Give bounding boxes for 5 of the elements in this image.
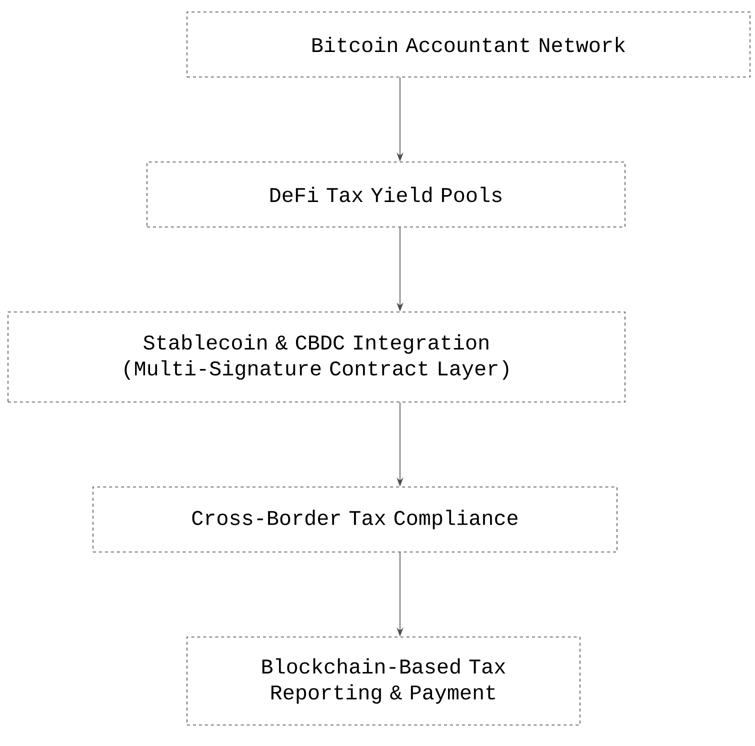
process-box: DeFi Tax Yield Pools — [146, 162, 626, 228]
process-box: Blockchain-Based Tax Reporting & Payment — [186, 636, 580, 726]
process-box: Cross-Border Tax Compliance — [92, 486, 618, 552]
process-box: Bitcoin Accountant Network — [186, 12, 750, 78]
process-box: Stablecoin & CBDC Integration (Multi-Signature Contract Layer) — [8, 312, 626, 402]
